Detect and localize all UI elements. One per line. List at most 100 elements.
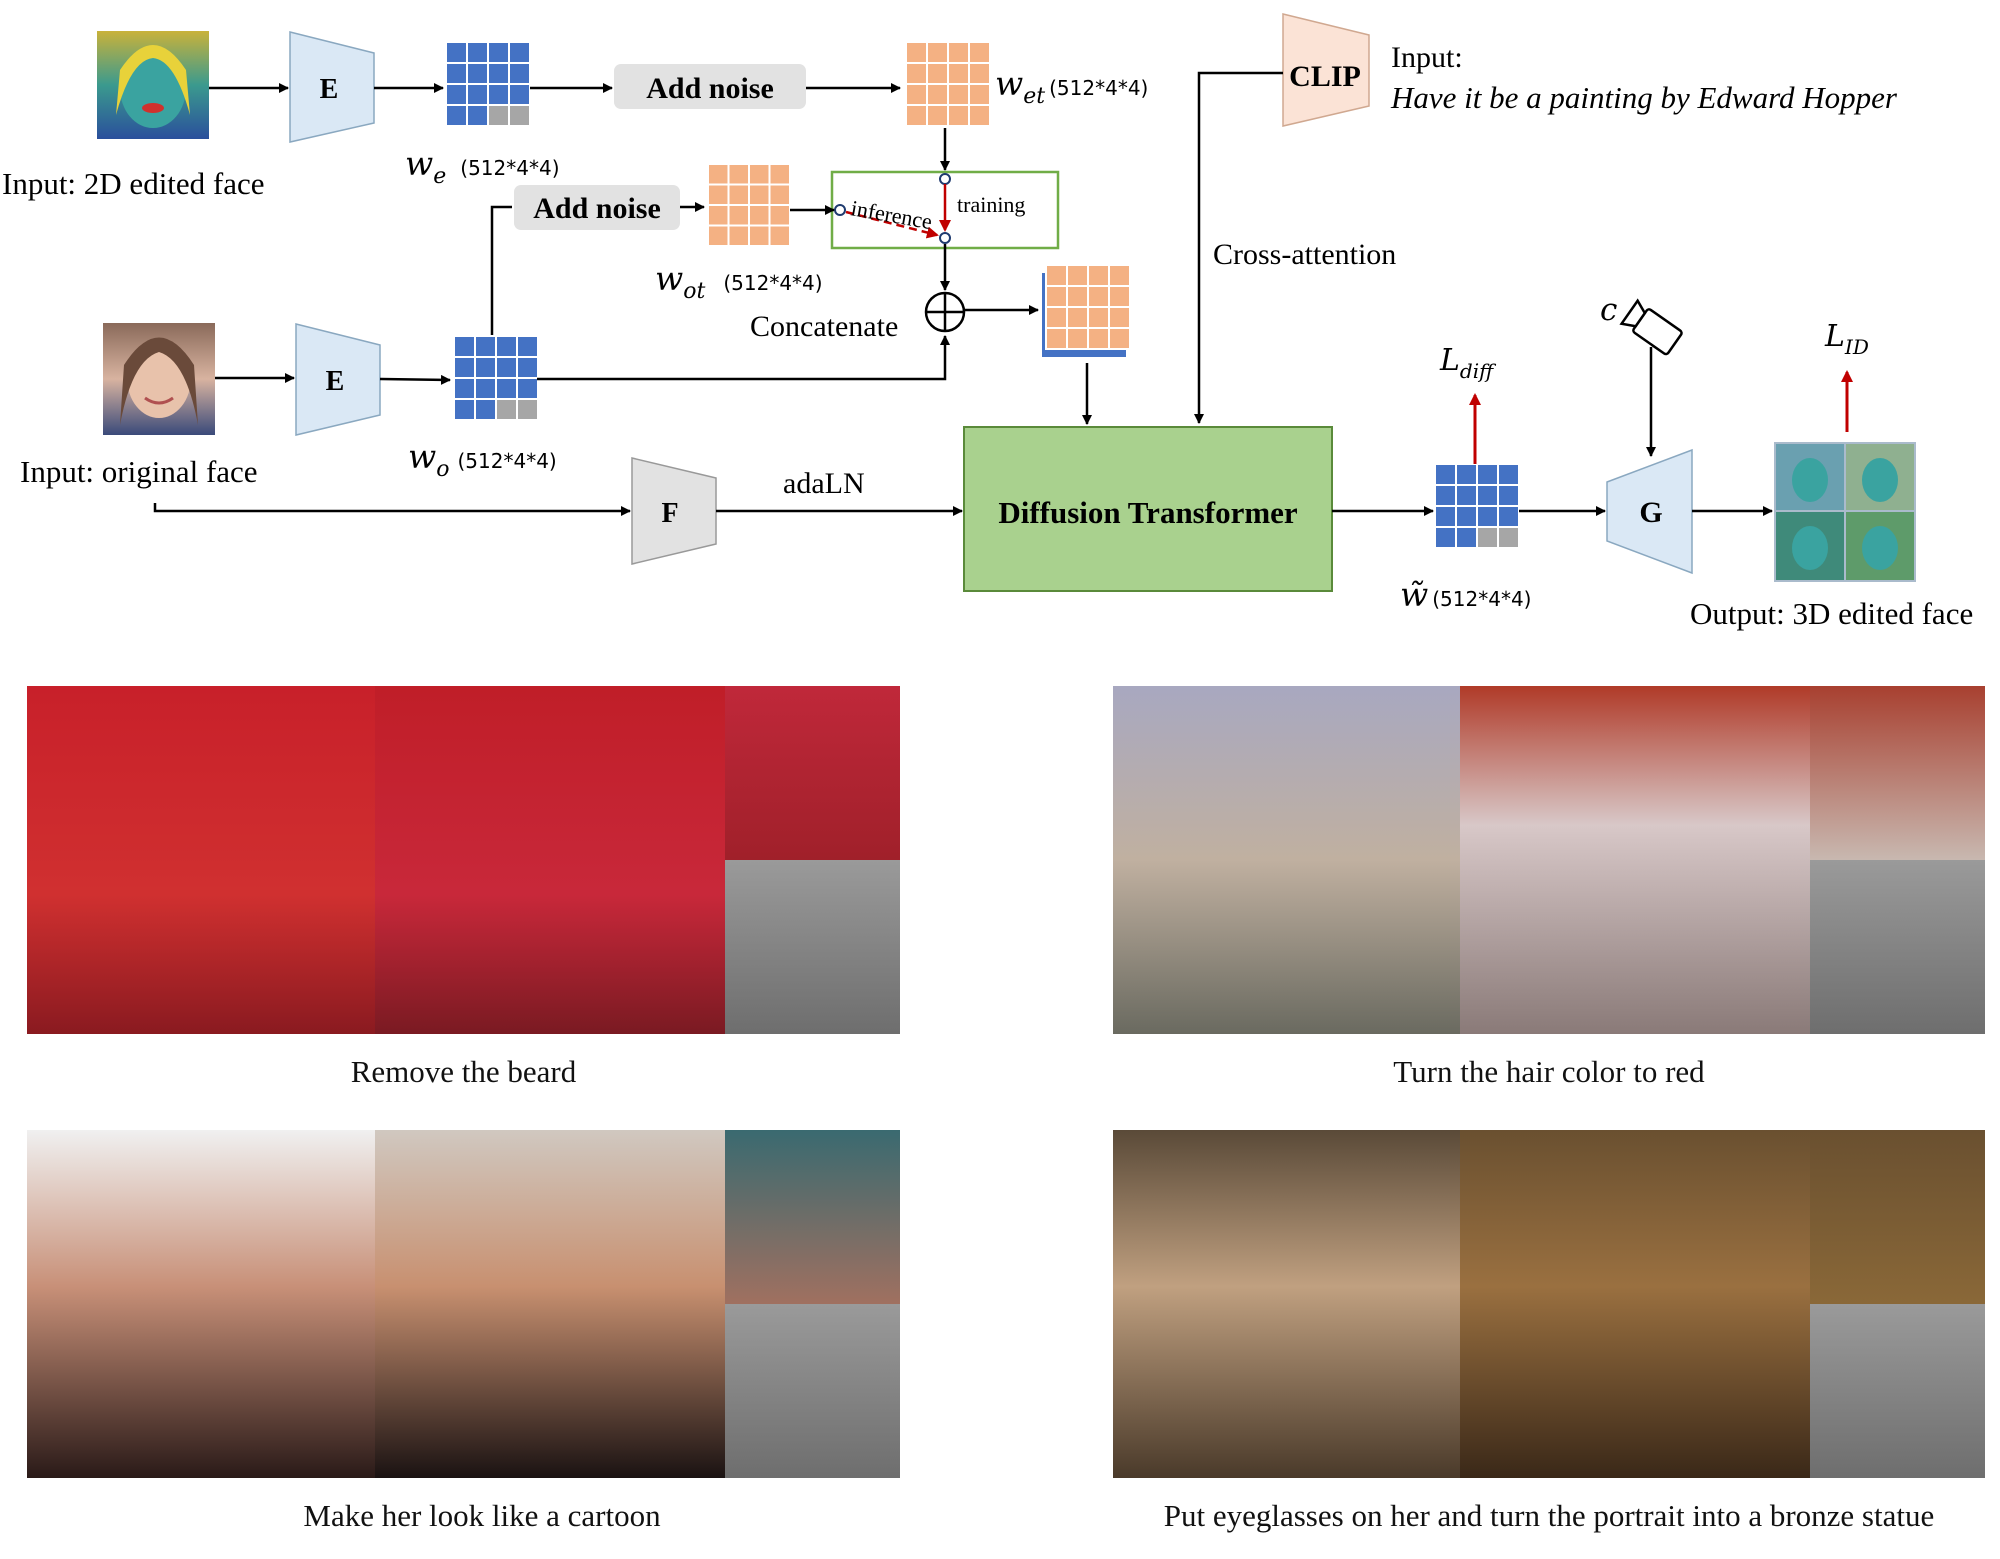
latent-cell [1045,285,1068,308]
camera-icon [1619,298,1683,356]
latent-cell [1087,264,1110,287]
latent-cell [768,204,791,227]
latent-cell [495,398,518,421]
latent-cell [1497,484,1520,507]
latent-we-grid [445,41,531,127]
latent-cell [1066,285,1089,308]
latent-cell [516,335,539,358]
training-label: training [957,192,1025,217]
latent-cell [1455,484,1478,507]
latent-cell [748,224,771,247]
latent-cell [968,83,991,106]
latent-cell [474,377,497,400]
latent-cell [768,183,791,206]
latent-cell [1455,505,1478,528]
latent-cell [1434,526,1457,549]
latent-cell [1087,285,1110,308]
latent-cell [947,83,970,106]
latent-cell [727,183,750,206]
latent-cell [466,62,489,85]
camera-c-label: c [1600,292,1617,328]
add-noise-box-mid: Add noise [514,185,680,230]
latent-cell [495,377,518,400]
latent-cell [466,83,489,106]
svg-text:Add noise: Add noise [646,72,774,105]
caption-remove-beard: Remove the beard [350,1054,577,1089]
example-bronze-before [1113,1130,1460,1478]
latent-cell [1455,526,1478,549]
latent-cell [926,104,949,127]
latent-cell [748,163,771,186]
add-noise-box-top: Add noise [614,64,806,109]
edited-face-thumbnail [97,31,209,139]
latent-cell [1497,526,1520,549]
latent-cell [508,104,531,127]
example-cartoon-3d-view [725,1130,900,1304]
latent-wo-grid [453,335,539,421]
inference-label: inference [849,195,934,234]
loss-diff-label: Ldiff [1439,343,1497,383]
example-cartoon-geometry [725,1304,900,1478]
latent-cell [1434,484,1457,507]
example-hair-after [1460,686,1810,1034]
latent-we-label: we(512*4*4) [405,144,560,189]
latent-cell [926,83,949,106]
latent-cell [1066,264,1089,287]
latent-concat-grid [1042,264,1131,357]
latent-cell [466,41,489,64]
edited-face-label: Input: 2D edited face [2,166,265,201]
latent-cell [727,224,750,247]
latent-cell [1497,505,1520,528]
latent-wot-grid [707,163,791,247]
latent-cell [1045,264,1068,287]
latent-cell [707,183,730,206]
latent-cell [508,83,531,106]
concatenate-label: Concatenate [750,310,898,343]
latent-cell [1066,327,1089,350]
example-hair-3d-view [1810,686,1985,860]
latent-cell [768,224,791,247]
latent-cell [516,377,539,400]
latent-cell [968,41,991,64]
latent-cell [474,398,497,421]
svg-text:E: E [320,74,339,105]
latent-cell [1497,463,1520,486]
latent-cell [926,62,949,85]
latent-wet-label: wet(512*4*4) [995,64,1148,109]
latent-cell [968,104,991,127]
svg-text:F: F [661,498,678,529]
latent-cell [487,104,510,127]
latent-cell [748,204,771,227]
example-beard-before [27,686,375,1034]
latent-cell [445,104,468,127]
svg-text:E: E [326,366,345,397]
latent-cell [1476,505,1499,528]
latent-cell [768,163,791,186]
latent-cell [1045,306,1068,329]
caption-hair-red: Turn the hair color to red [1393,1054,1705,1089]
latent-cell [474,356,497,379]
svg-text:Add noise: Add noise [533,192,661,225]
latent-cell [1108,327,1131,350]
clip-encoder: CLIP [1282,13,1370,127]
latent-cell [748,183,771,206]
caption-bronze-eyeglasses: Put eyeglasses on her and turn the portr… [1163,1498,1935,1533]
svg-text:Diffusion Transformer: Diffusion Transformer [998,495,1298,530]
example-hair-before [1113,686,1460,1034]
latent-cell [453,356,476,379]
prompt-text: Have it be a painting by Edward Hopper [1390,80,1898,115]
latent-wtilde-grid [1434,463,1520,549]
latent-cell [905,104,928,127]
example-bronze-geometry [1810,1304,1985,1478]
latent-cell [1045,327,1068,350]
latent-cell [495,335,518,358]
example-hair-geometry [1810,860,1985,1034]
latent-cell [445,62,468,85]
example-beard-geometry [725,860,900,1034]
svg-text:CLIP: CLIP [1289,60,1361,93]
latent-cell [727,163,750,186]
output-label: Output: 3D edited face [1690,596,1973,631]
latent-cell [947,62,970,85]
latent-cell [453,377,476,400]
caption-cartoon: Make her look like a cartoon [303,1498,661,1533]
